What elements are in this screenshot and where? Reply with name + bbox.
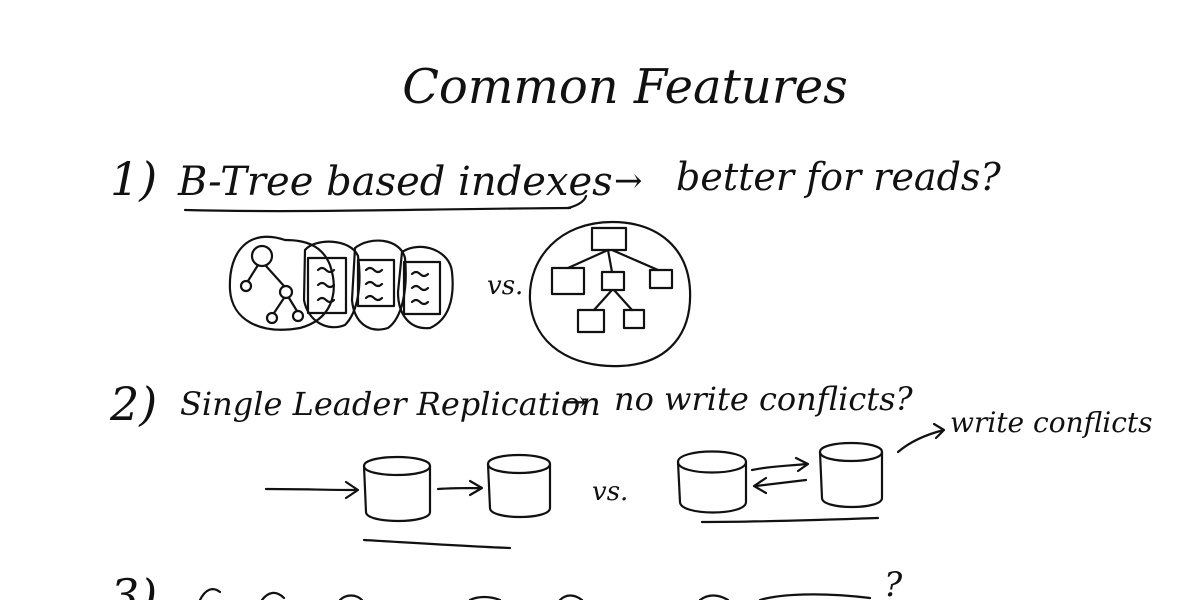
item-3-partial-text: [198, 588, 872, 600]
database-cylinder-icon: [818, 441, 884, 509]
item-1-question: better for reads?: [676, 155, 1001, 199]
item-1-number: 1): [110, 152, 157, 206]
item-3-question-mark: ?: [884, 565, 903, 600]
group-underline: [362, 538, 512, 550]
item-1-underline: [183, 206, 572, 213]
item-1-label: B-Tree based indexes: [177, 159, 613, 205]
b-tree-icon: [228, 235, 335, 331]
item-1-underline-hook: [566, 194, 588, 210]
item-2-annotation: write conflicts: [950, 406, 1153, 439]
leaf-page-icon: [302, 239, 454, 331]
tree-structure-icon: [528, 220, 692, 368]
database-cylinder-icon: [486, 453, 552, 519]
bidirectional-arrow-icon: [750, 456, 810, 495]
item-3-number: 3): [110, 569, 157, 600]
item-1-arrow: →: [614, 161, 643, 201]
item-2-vs: vs.: [592, 477, 628, 507]
arrow-icon: [264, 480, 360, 500]
group-underline: [700, 516, 880, 524]
database-cylinder-icon: [676, 450, 748, 514]
replication-arrow-icon: [436, 479, 484, 497]
item-2-number: 2): [109, 377, 157, 431]
page-title: Common Features: [402, 59, 848, 115]
item-1-vs: vs.: [487, 271, 523, 301]
item-2-label: Single Leader Replication: [180, 385, 601, 423]
annotation-arrow-icon: [896, 422, 946, 454]
item-2-arrow: →: [562, 385, 587, 420]
item-2-question: no write conflicts?: [614, 380, 914, 418]
database-cylinder-icon: [362, 455, 432, 523]
